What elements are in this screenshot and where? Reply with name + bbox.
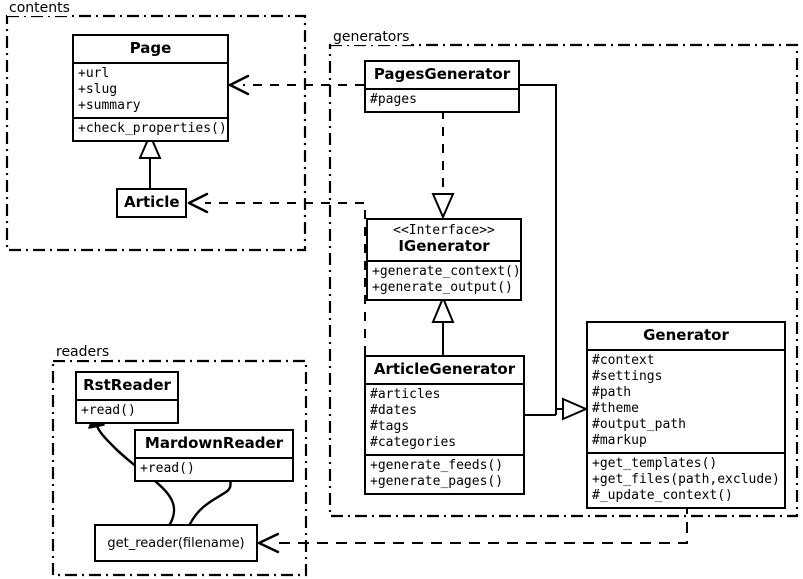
class-pages-generator[interactable]: PagesGenerator #pages — [364, 60, 520, 113]
attribute: #context — [592, 353, 655, 368]
operation: +get_files(path,exclude) — [592, 472, 780, 487]
class-generator-operations: +get_templates() +get_files(path,exclude… — [588, 454, 784, 507]
class-generator-attributes: #context #settings #path #theme #output_… — [588, 351, 784, 452]
class-page-name: Page — [129, 39, 172, 57]
class-igenerator-operations: +generate_context() +generate_output() — [368, 262, 521, 299]
operation: +read() — [81, 403, 136, 418]
attribute: #articles — [370, 387, 441, 402]
function-get-reader[interactable]: get_reader(filename) — [94, 524, 258, 562]
divider — [136, 457, 292, 459]
divider — [366, 454, 523, 456]
generalization-generators-generator — [519, 84, 589, 421]
divider — [77, 399, 177, 401]
class-article[interactable]: Article — [116, 188, 187, 218]
class-article-generator-operations: +generate_feeds() +generate_pages() — [366, 456, 523, 493]
operation: +generate_context() — [372, 264, 521, 279]
generalization-article-page — [138, 132, 162, 188]
divider — [366, 88, 518, 90]
class-rst-reader[interactable]: RstReader +read() — [75, 371, 179, 424]
class-markdown-reader-name: MardownReader — [144, 434, 284, 452]
divider — [588, 452, 784, 454]
operation: +generate_pages() — [370, 474, 504, 489]
generators-package-label: generators — [331, 29, 412, 45]
attribute: #path — [592, 385, 632, 400]
function-get-reader-label: get_reader(filename) — [107, 535, 245, 551]
operation: +read() — [140, 461, 195, 476]
class-markdown-reader[interactable]: MardownReader +read() — [134, 429, 294, 482]
attribute: +summary — [78, 98, 141, 113]
class-article-generator-attributes: #articles #dates #tags #categories — [366, 385, 523, 454]
readers-package-label: readers — [54, 344, 112, 360]
class-generator-name: Generator — [643, 326, 729, 344]
attribute: #dates — [370, 403, 417, 418]
dependency-articlegenerator-article — [187, 192, 366, 355]
class-igenerator[interactable]: <<Interface>> IGenerator +generate_conte… — [366, 218, 522, 301]
divider — [366, 383, 523, 385]
class-igenerator-name: IGenerator — [398, 237, 490, 255]
attribute: #theme — [592, 401, 639, 416]
class-generator[interactable]: Generator #context #settings #path #them… — [586, 321, 786, 509]
divider — [588, 349, 784, 351]
attribute: #tags — [370, 419, 410, 434]
operation: +generate_feeds() — [370, 458, 504, 473]
attribute: +slug — [78, 82, 118, 97]
class-article-generator[interactable]: ArticleGenerator #articles #dates #tags … — [364, 355, 525, 495]
attribute: +url — [78, 66, 110, 81]
divider — [368, 260, 520, 262]
class-page-attributes: +url +slug +summary — [74, 64, 227, 117]
attribute: #output_path — [592, 417, 686, 432]
attribute: #pages — [370, 92, 417, 107]
class-rst-reader-name: RstReader — [83, 376, 171, 394]
operation: +check_properties() — [78, 121, 227, 136]
class-markdown-reader-operations: +read() — [136, 459, 292, 480]
class-page-operations: +check_properties() — [74, 119, 227, 140]
operation: +get_templates() — [592, 456, 718, 471]
class-igenerator-stereotype: <<Interface>> — [393, 223, 495, 238]
operation: #_update_context() — [592, 488, 733, 503]
divider — [74, 62, 227, 64]
dependency-pagesgenerator-page — [228, 74, 364, 96]
class-article-generator-name: ArticleGenerator — [373, 360, 516, 378]
dependency-generator-getreader — [257, 503, 688, 554]
class-pages-generator-attributes: #pages — [366, 90, 518, 111]
attribute: #markup — [592, 433, 647, 448]
class-page[interactable]: Page +url +slug +summary +check_properti… — [72, 34, 229, 142]
class-rst-reader-operations: +read() — [77, 401, 177, 422]
operation: +generate_output() — [372, 280, 513, 295]
attribute: #categories — [370, 435, 457, 450]
divider — [74, 117, 227, 119]
class-article-name: Article — [124, 193, 180, 211]
realization-pagesgenerator-igenerator — [431, 110, 455, 220]
generalization-articlegenerator-igenerator — [431, 295, 455, 355]
attribute: #settings — [592, 369, 663, 384]
class-pages-generator-name: PagesGenerator — [373, 65, 511, 83]
contents-package-label: contents — [7, 0, 72, 16]
